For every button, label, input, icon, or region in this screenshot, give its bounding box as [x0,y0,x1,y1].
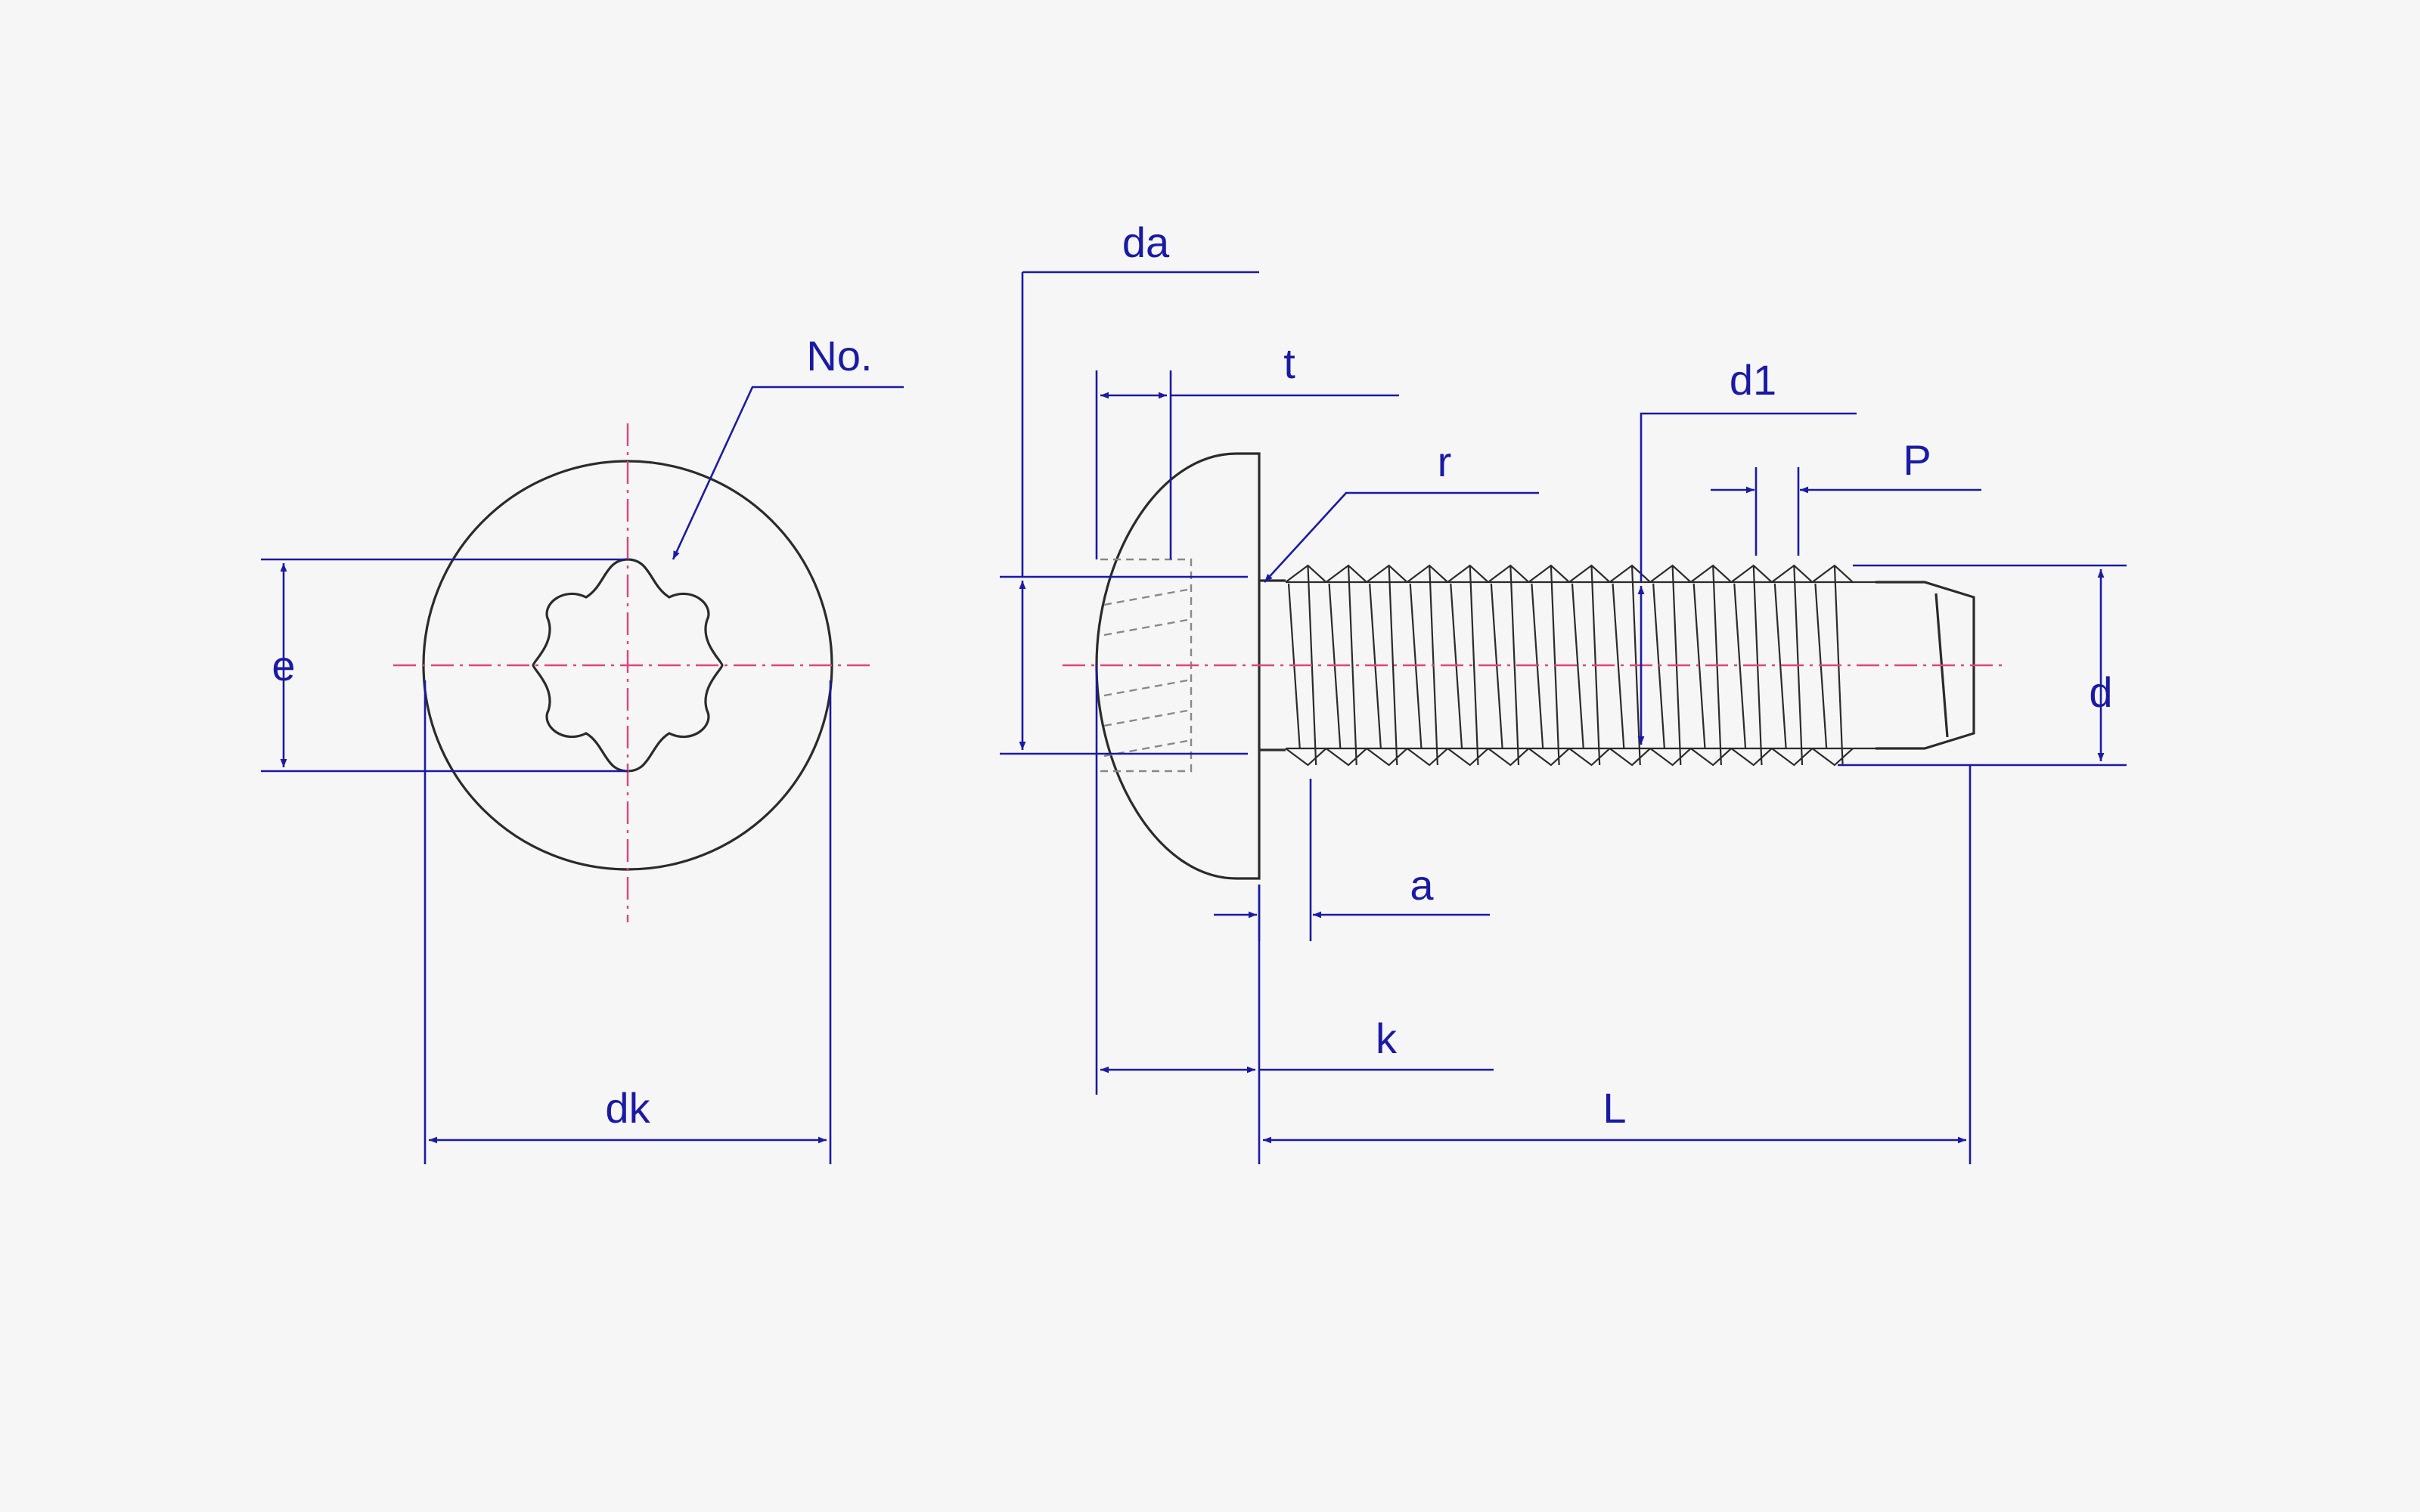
dk-label: dk [605,1084,650,1132]
thread-crest [1609,564,1651,767]
l-label: L [1602,1084,1626,1132]
k-dimension: k [1095,665,1494,1164]
k-label: k [1376,1015,1398,1062]
thread-crest [1771,564,1813,767]
p-label: P [1903,436,1931,484]
da-label: da [1122,218,1170,266]
l-dimension: L [1263,765,1972,1164]
no-callout: No. [672,332,904,560]
da-dimension: da [1000,218,1259,755]
p-dimension: P [1711,436,1981,556]
thread-crest [1730,564,1773,767]
d-dimension: d [1838,564,2127,767]
no-label: No. [806,332,872,380]
t-dimension: t [1095,339,1399,559]
e-label: e [271,642,295,689]
d-label: d [2089,668,2112,716]
t-label: t [1283,339,1295,387]
a-label: a [1410,861,1434,909]
d1-callout: d1 [1637,356,1857,745]
front-view [393,423,870,922]
thread-crest [1690,564,1733,767]
r-callout: r [1264,438,1539,583]
side-view [1063,452,2004,880]
thread-crest [1568,564,1611,767]
dk-dimension: dk [424,680,832,1164]
r-label: r [1438,438,1452,485]
d1-label: d1 [1730,356,1776,404]
e-dimension: e [261,558,628,773]
a-dimension: a [1214,779,1490,941]
